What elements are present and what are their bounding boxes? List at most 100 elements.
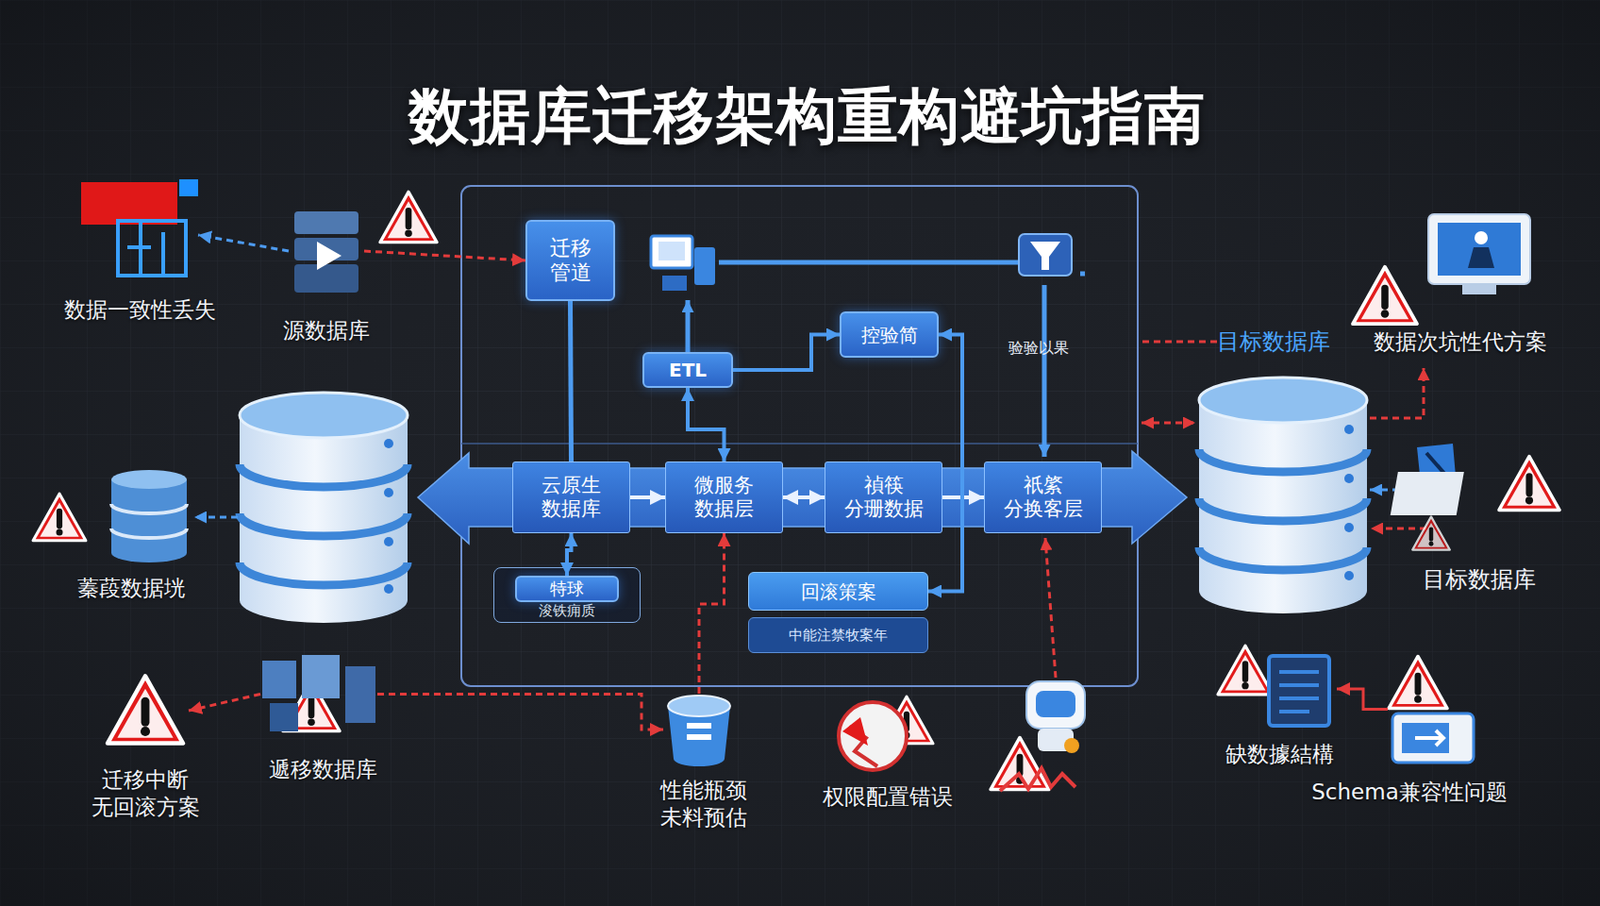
funnel-icon	[1018, 233, 1072, 276]
group-outline: 浚铁痈质特球	[493, 566, 641, 623]
risk-flag-icon	[81, 179, 199, 276]
schema-icon	[1392, 713, 1474, 763]
warning-icons	[33, 493, 86, 541]
leader-line	[194, 516, 238, 519]
connector-arrow	[570, 300, 572, 462]
document-icon	[1279, 669, 1319, 674]
robot-icon	[1000, 767, 1076, 791]
target-leader-lines	[1045, 341, 1427, 678]
connector-arrow	[566, 533, 572, 576]
target-database-cylinder	[1199, 377, 1367, 614]
document-icon	[1268, 655, 1330, 726]
server-icon	[316, 241, 342, 270]
small-database-icon	[111, 479, 187, 563]
target-database-cylinder	[1199, 377, 1367, 423]
top-flow-lines	[1042, 284, 1048, 457]
schema-icon	[1415, 730, 1444, 746]
source-database-cylinder	[239, 464, 408, 487]
computer-icon	[662, 275, 687, 291]
migration-database-icon	[345, 666, 376, 723]
process-box: 控验简	[839, 311, 939, 358]
target-database-cylinder	[1199, 547, 1367, 570]
layer-box: 微服务 数据层	[665, 461, 784, 534]
box-label: 禎筷 分珊数据	[831, 473, 936, 521]
risk-flag-icon	[81, 182, 178, 225]
risk-icon-node: 迁移中断 无回滚方案	[101, 673, 189, 748]
target-risk-icons	[1499, 456, 1560, 511]
computer-icon	[650, 235, 693, 268]
icon-caption: 迁移中断 无回滚方案	[79, 766, 212, 821]
architecture-frame	[461, 185, 1138, 686]
target-database-cylinder	[1199, 498, 1367, 521]
connector-arrow	[364, 250, 526, 261]
pipeline-band-arrow	[417, 450, 1187, 544]
target-database-cylinder	[1344, 424, 1354, 434]
permission-icon	[838, 701, 907, 770]
connector-arrow	[733, 334, 840, 371]
top-flow-lines	[687, 262, 1085, 457]
box-label: 回滚策案	[800, 580, 877, 603]
diagram-title: 数据库迁移架构重构避坑指南	[0, 75, 1600, 158]
connector-arrow	[942, 495, 984, 500]
icon-caption: 蓁葮数据垙	[77, 574, 186, 602]
database-icon-node: 蓁葮数据垙	[109, 471, 189, 562]
target-database-cylinder	[1199, 400, 1367, 614]
risk-flag-icon	[161, 232, 166, 276]
document-icon	[1279, 709, 1310, 714]
small-database-icon	[111, 503, 187, 514]
target-database-cylinder	[1344, 522, 1354, 533]
risk-icon-node: 数据次坑性代方案	[1428, 214, 1531, 297]
box-label: 特球	[550, 578, 584, 600]
small-database-icon	[111, 469, 187, 489]
target-database-cylinder	[1344, 570, 1354, 581]
permission-icon	[842, 716, 868, 746]
icon-caption: 遞移数据库	[268, 755, 378, 784]
top-flow-lines	[685, 300, 691, 352]
server-icon	[294, 211, 359, 234]
architecture-frame	[461, 442, 1138, 445]
pipeline-band-arrow	[417, 450, 1187, 544]
source-database-cylinder	[383, 487, 394, 498]
connector-arrow	[783, 495, 825, 500]
risk-icon-node: 缺数據結構	[1214, 642, 1337, 735]
robot-icon	[1064, 737, 1080, 753]
monitor-icon	[1462, 284, 1497, 295]
source-database-cylinder	[239, 513, 408, 536]
source-database-cylinder	[239, 415, 408, 623]
funnel-icon	[1018, 233, 1072, 276]
warning-icons	[380, 191, 437, 242]
server-icon	[294, 264, 359, 293]
risk-icon-node: 权限配置错误	[841, 693, 934, 776]
icon-caption: 缺数據結構	[1225, 740, 1334, 768]
connector-arrow	[377, 694, 664, 731]
monitor-icon	[1474, 231, 1488, 245]
monitor-icon	[1428, 214, 1531, 295]
risk-icon-node: Schema兼容性问题	[1387, 652, 1475, 766]
box-label: 微服务 数据层	[671, 473, 777, 521]
box-label: ETL	[668, 358, 707, 382]
monitor-icon	[1428, 214, 1531, 284]
top-flow-lines	[718, 260, 1019, 266]
connector-arrow	[198, 234, 289, 251]
warning-icons	[107, 675, 184, 743]
target-leader-lines	[1369, 367, 1424, 418]
monitor-icon	[1467, 247, 1495, 268]
top-flow-lines	[1080, 271, 1085, 277]
target-risk-icons	[1390, 471, 1465, 516]
robot-icon	[1035, 690, 1076, 717]
architecture-frame	[461, 185, 1138, 686]
connector-arrow	[928, 334, 963, 592]
migration-database-icon	[269, 702, 299, 732]
schema-icon	[1401, 722, 1450, 753]
layer-box: 禎筷 分珊数据	[824, 461, 943, 534]
source-database-cylinder	[383, 438, 394, 449]
strategy-box: 回滚策案	[748, 571, 929, 611]
source-database-cylinder	[383, 583, 394, 594]
group-label: 浚铁痈质	[494, 601, 640, 619]
connector-arrow	[687, 387, 725, 462]
robot-icon	[1000, 681, 1085, 791]
target-risk-icons	[1390, 443, 1560, 550]
box-label: 中能注禁牧案年	[788, 626, 888, 644]
source-database-cylinder	[239, 392, 408, 623]
